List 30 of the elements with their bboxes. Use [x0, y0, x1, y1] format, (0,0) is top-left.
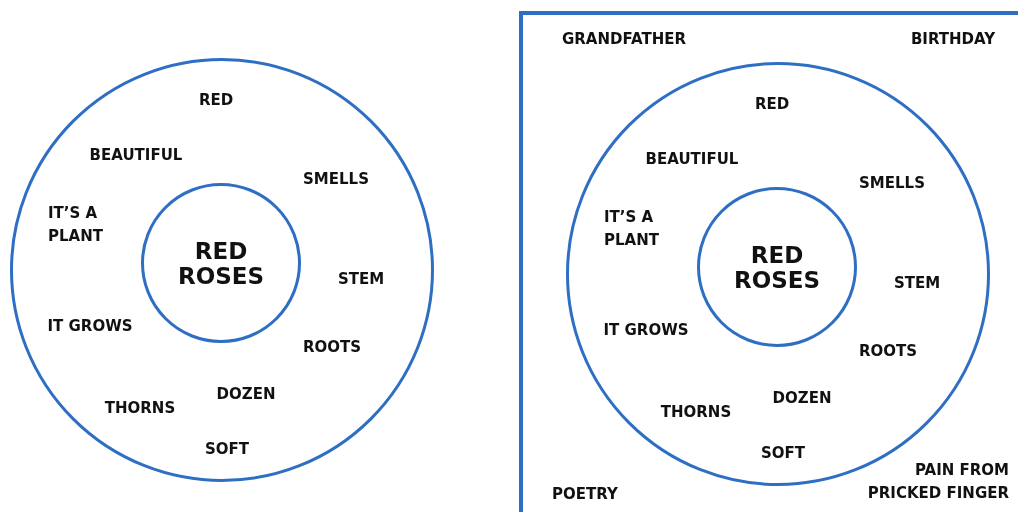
word-label: SMELLS — [303, 169, 369, 191]
word-label: DOZEN — [772, 388, 832, 410]
word-label: RED — [198, 90, 234, 112]
word-label: ROOTS — [302, 337, 362, 359]
word-label: SMELLS — [859, 173, 925, 195]
word-label: THORNS — [104, 398, 176, 420]
circle — [697, 188, 857, 346]
word-label: BEAUTIFUL — [645, 149, 739, 171]
word-label: POETRY — [552, 484, 618, 506]
word-label: PAIN FROM PRICKED FINGER — [866, 459, 1009, 504]
word-label: IT GROWS — [603, 320, 689, 342]
word-label: ROOTS — [858, 341, 918, 363]
circle — [10, 58, 434, 482]
word-label: BEAUTIFUL — [89, 145, 183, 167]
word-label: SOFT — [205, 439, 249, 461]
word-label: SOFT — [761, 443, 805, 465]
word-label: DOZEN — [216, 384, 276, 406]
word-label: THORNS — [660, 402, 732, 424]
frame-box — [519, 11, 1018, 512]
center-label: RED ROSES — [732, 242, 822, 294]
word-label: STEM — [337, 269, 385, 291]
word-label: BIRTHDAY — [910, 29, 996, 51]
word-label: RED — [754, 94, 790, 116]
circle — [141, 184, 301, 342]
word-label: GRANDFATHER — [562, 29, 686, 51]
center-label: RED ROSES — [176, 238, 266, 290]
word-label: IT’S A PLANT — [48, 202, 104, 247]
word-label: STEM — [893, 273, 941, 295]
word-label: IT’S A PLANT — [604, 206, 660, 251]
word-label: IT GROWS — [47, 316, 133, 338]
